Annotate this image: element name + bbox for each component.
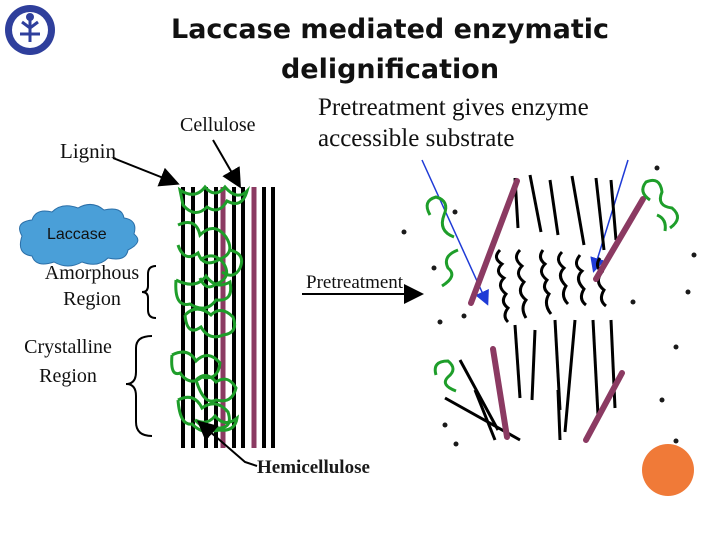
cellulose-label: Cellulose <box>180 114 256 136</box>
cellulose-pointer-arrow <box>212 139 242 189</box>
lignin-pointer-arrow <box>112 157 180 187</box>
amorphous-brace <box>141 265 157 319</box>
hemicellulose-pointer-arrow <box>196 420 258 467</box>
page-title: Laccase mediated enzymatic delignificati… <box>171 14 609 85</box>
disrupted-cellulose-fibers <box>444 174 618 442</box>
orange-corner-circle <box>642 444 694 496</box>
crystalline-region-label: Crystalline Region <box>24 336 112 387</box>
lignin-network <box>170 184 250 433</box>
hemicellulose-strands-left <box>220 187 257 448</box>
university-seal-icon <box>5 5 55 55</box>
blue-pointer-arrow-1 <box>421 159 489 306</box>
scattered-dots <box>401 165 697 447</box>
laccase-label: Laccase <box>47 226 107 243</box>
amorphous-region-label: Amorphous Region <box>44 262 140 310</box>
hemicellulose-label: Hemicellulose <box>257 457 370 478</box>
lignin-label: Lignin <box>60 139 116 163</box>
released-lignin-fragments <box>425 178 679 393</box>
cloud-icon <box>19 204 139 267</box>
disrupted-hemicellulose-strands <box>468 178 646 443</box>
pretreatment-note: Pretreatment gives enzyme accessible sub… <box>318 94 589 152</box>
pretreatment-arrow-label: Pretreatment <box>306 272 404 293</box>
crystalline-brace <box>125 335 153 437</box>
blue-pointer-arrow-2 <box>590 159 629 273</box>
